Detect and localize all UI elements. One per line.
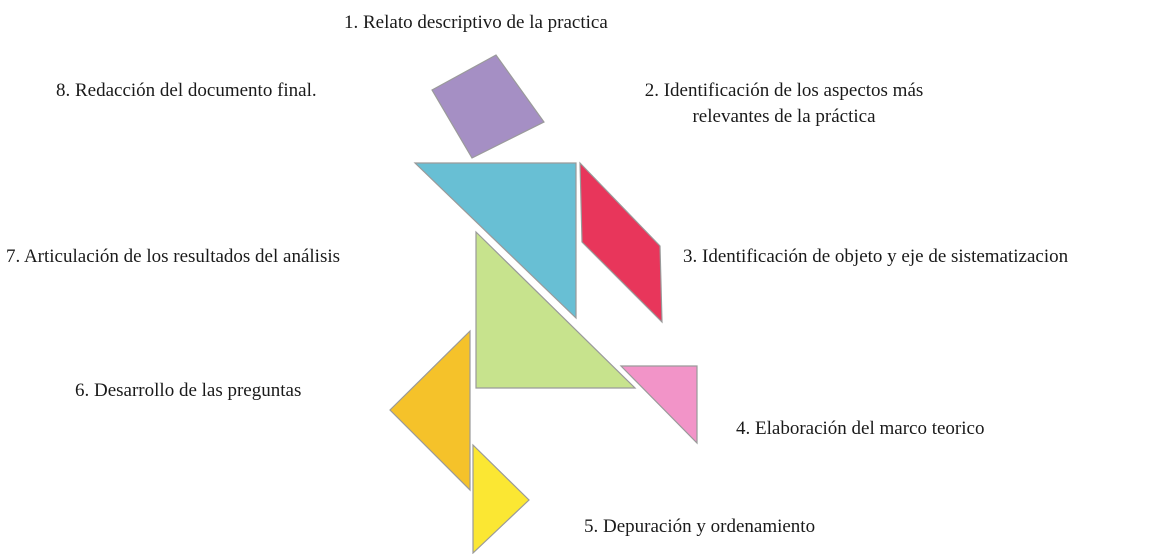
tangram-large-triangle-top (413, 162, 577, 320)
tangram-medium-triangle-orange (389, 329, 471, 492)
step-1-label: 1. Relato descriptivo de la practica (344, 12, 608, 33)
step-2-line-2: relevantes de la práctica (692, 106, 876, 127)
step-2-line-1: 2. Identificación de los aspectos más (644, 80, 924, 101)
tangram-square (431, 54, 545, 159)
step-7-label: 7. Articulación de los resultados del an… (6, 246, 341, 267)
step-5-label: 5. Depuración y ordenamiento (584, 516, 816, 537)
step-8-label: 8. Redacción del documento final. (56, 80, 317, 101)
tangram-small-triangle-pink (619, 365, 698, 445)
tangram-small-triangle-yellow (472, 443, 530, 554)
tangram-large-triangle-middle (475, 230, 637, 389)
step-4-label: 4. Elaboración del marco teorico (736, 418, 985, 439)
step-2-label: 2. Identificación de los aspectos más re… (606, 78, 962, 130)
tangram-parallelogram (579, 161, 663, 324)
step-3-label: 3. Identificación de objeto y eje de sis… (683, 246, 1069, 267)
step-6-label: 6. Desarrollo de las preguntas (75, 380, 302, 401)
